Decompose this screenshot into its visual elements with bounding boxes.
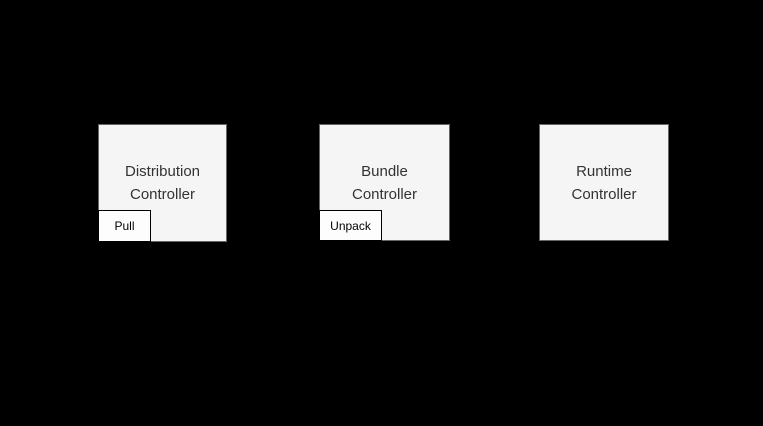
node-runtime-controller-label: Runtime Controller	[571, 162, 637, 203]
badge-unpack-operation: Unpack	[319, 210, 382, 241]
badge-pull-operation: Pull	[98, 210, 151, 242]
node-bundle-controller-label: Bundle Controller	[351, 162, 418, 203]
badge-unpack-label: Unpack	[330, 218, 371, 233]
badge-pull-label: Pull	[114, 219, 135, 233]
node-distribution-controller: Distribution Controller Pull	[98, 124, 227, 242]
node-distribution-controller-label: Distribution Controller	[124, 163, 201, 203]
node-runtime-controller: Runtime Controller	[539, 124, 669, 241]
node-bundle-controller: Bundle Controller Unpack	[319, 124, 450, 241]
